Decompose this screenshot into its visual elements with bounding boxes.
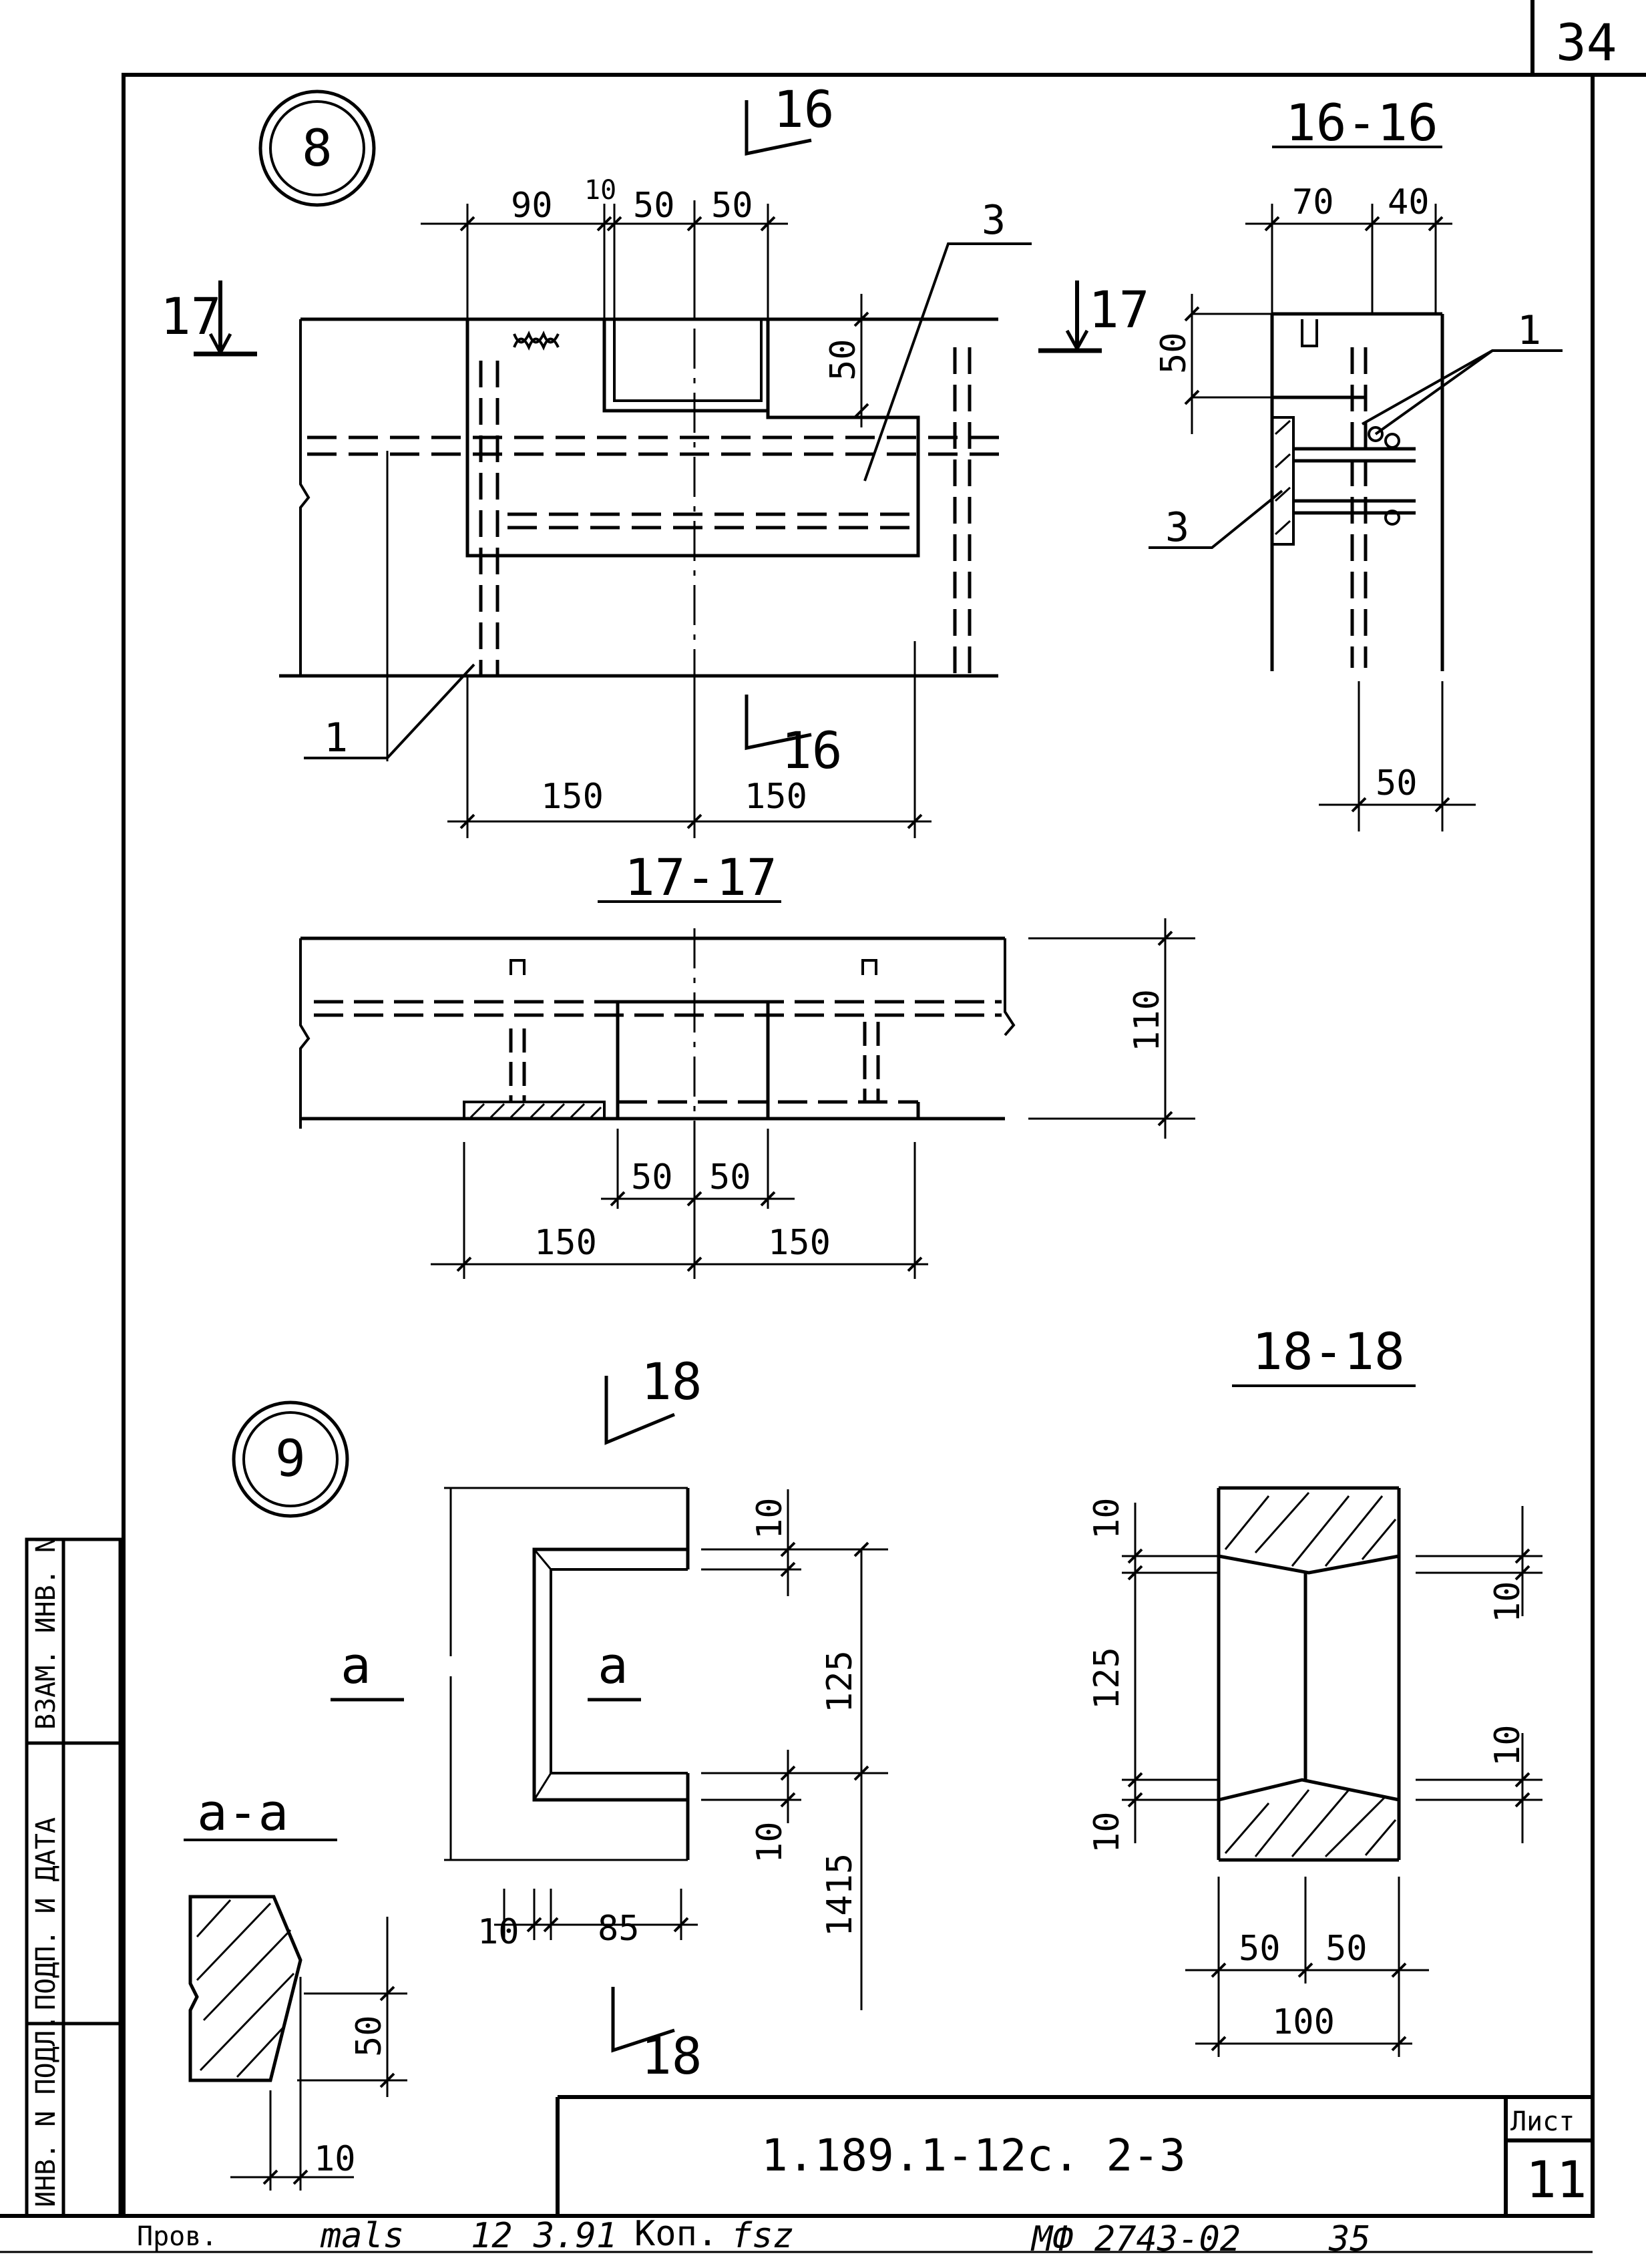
detail-9-dim-10-bottom: 10 bbox=[750, 1821, 790, 1863]
side-stamp-cell-inventory: ИНВ. N ПОДЛ. bbox=[31, 2014, 61, 2207]
detail-8-dim-90: 90 bbox=[511, 186, 553, 226]
section-18-dim-left-125: 125 bbox=[1087, 1647, 1127, 1710]
side-stamp-cell-signature: ПОДП. И ДАТА bbox=[31, 1817, 61, 2010]
section-16-callout-3: 3 bbox=[1165, 504, 1189, 551]
detail-8-dim-50a: 50 bbox=[633, 186, 675, 226]
checked-signature: mals bbox=[320, 2216, 404, 2256]
detail-9-plan bbox=[232, 1376, 888, 2053]
detail-9-dim-125: 125 bbox=[820, 1650, 860, 1713]
section-18-dim-left-10-bottom: 10 bbox=[1087, 1811, 1127, 1853]
detail-9-cut-18-bottom: 18 bbox=[641, 2026, 702, 2086]
section-16-title: 16-16 bbox=[1285, 93, 1438, 152]
section-16-dim-40: 40 bbox=[1388, 182, 1430, 222]
detail-8-cut-16-bottom: 16 bbox=[781, 721, 843, 780]
section-17-dim-150b: 150 bbox=[768, 1223, 831, 1263]
section-18-dim-50b: 50 bbox=[1325, 1929, 1368, 1969]
copy-label: Коп. bbox=[634, 2214, 718, 2254]
detail-8-plan bbox=[194, 89, 1102, 838]
title-block bbox=[556, 2095, 1593, 2216]
section-16-dim-70: 70 bbox=[1292, 182, 1334, 222]
section-a-a-title: a-a bbox=[197, 1782, 288, 1842]
detail-8-dim-50b: 50 bbox=[711, 186, 753, 226]
section-17-dim-50b: 50 bbox=[709, 1157, 751, 1197]
archive-page: 35 bbox=[1328, 2219, 1371, 2259]
archive-number: МФ 2743-02 bbox=[1030, 2219, 1241, 2259]
section-16-callout-1: 1 bbox=[1517, 307, 1541, 354]
section-17-dim-50a: 50 bbox=[631, 1157, 673, 1197]
detail-9-dim-10-top: 10 bbox=[750, 1497, 790, 1539]
section-18-dim-right-10-top: 10 bbox=[1488, 1581, 1528, 1623]
sheet-label: Лист bbox=[1510, 2106, 1575, 2137]
section-18-dim-right-10-bottom: 10 bbox=[1488, 1724, 1528, 1766]
side-stamp-cell-substitute: ВЗАМ. ИНВ. N bbox=[31, 1537, 61, 1730]
section-17-dim-110: 110 bbox=[1127, 989, 1167, 1052]
section-16-dim-bottom-50: 50 bbox=[1376, 763, 1418, 803]
section-18-dim-100: 100 bbox=[1272, 2002, 1335, 2042]
section-16-dim-vertical-50: 50 bbox=[1154, 332, 1194, 374]
detail-8-circle-label: 8 bbox=[302, 118, 333, 178]
section-17-title: 17-17 bbox=[624, 847, 777, 907]
section-18-18 bbox=[1122, 1384, 1542, 2057]
checked-label: Пров. bbox=[137, 2221, 217, 2252]
page-number: 34 bbox=[1556, 13, 1617, 72]
detail-8-dim-150b: 150 bbox=[745, 777, 807, 817]
copy-signature: fsz bbox=[731, 2216, 794, 2256]
section-17-dim-150a: 150 bbox=[534, 1223, 597, 1263]
detail-9-label-a-right: a bbox=[598, 1636, 628, 1695]
detail-8-dim-150a: 150 bbox=[541, 777, 604, 817]
section-18-dim-left-10-top: 10 bbox=[1087, 1497, 1127, 1539]
section-18-title: 18-18 bbox=[1252, 1322, 1405, 1381]
checked-date: 12 3.91 bbox=[471, 2216, 617, 2256]
section-16-16 bbox=[1149, 146, 1563, 831]
detail-9-label-a-left: a bbox=[341, 1636, 371, 1695]
detail-9-dim-10: 10 bbox=[477, 1912, 520, 1952]
detail-8-cut-17-left: 17 bbox=[160, 287, 222, 346]
detail-9-dim-1415: 1415 bbox=[820, 1853, 860, 1937]
side-stamp bbox=[25, 1537, 122, 2218]
detail-8-callout-3: 3 bbox=[982, 197, 1006, 244]
section-a-a bbox=[184, 1839, 407, 2191]
detail-8-dim-vertical-50: 50 bbox=[823, 339, 863, 381]
detail-8-cut-17-right: 17 bbox=[1088, 280, 1150, 339]
detail-9-circle-label: 9 bbox=[275, 1429, 306, 1488]
sheet-number: 11 bbox=[1526, 2150, 1587, 2209]
detail-8-cut-16-top: 16 bbox=[773, 79, 835, 139]
section-a-a-dim-50: 50 bbox=[349, 2015, 389, 2057]
section-18-dim-50a: 50 bbox=[1239, 1929, 1281, 1969]
detail-9-cut-18-top: 18 bbox=[641, 1352, 702, 1411]
detail-8-callout-1: 1 bbox=[324, 715, 348, 761]
section-a-a-dim-10: 10 bbox=[314, 2139, 356, 2179]
document-code: 1.189.1-12с. 2-3 bbox=[761, 2130, 1186, 2181]
section-17-17 bbox=[299, 900, 1195, 1279]
detail-8-dim-10: 10 bbox=[584, 175, 616, 206]
detail-9-dim-85: 85 bbox=[598, 1909, 640, 1949]
